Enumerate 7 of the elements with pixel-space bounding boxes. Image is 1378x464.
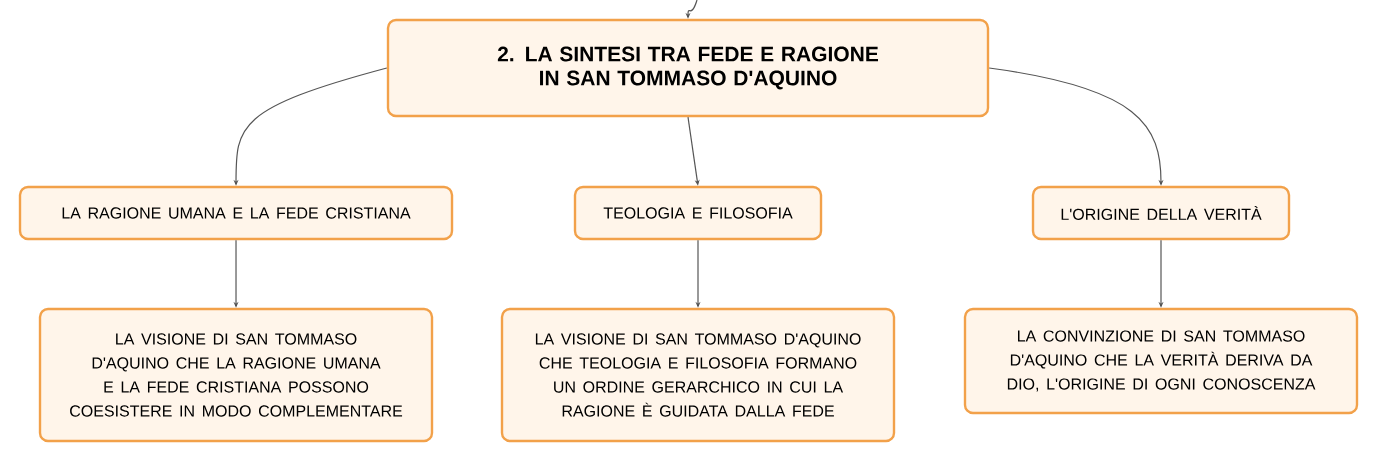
topic-box: L'ORIGINE DELLA VERITÀ: [1031, 185, 1291, 241]
description-box: LA VISIONE DI SAN TOMMASO D'AQUINO CHE TEOLOGIA E FILOSOFIA FORMANO UN ORDINE GERARCHICO IN CUI LA RAGIONE È GUIDATA DALLA FEDE: [500, 307, 896, 443]
description-box: LA CONVINZIONE DI SAN TOMMASO D'AQUINO CHE LA VERITÀ DERIVA DA DIO, L'ORIGINE DI OGNI CONOSCENZA: [963, 307, 1359, 415]
topic-box: LA RAGIONE UMANA E LA FEDE CRISTIANA: [18, 185, 454, 241]
topic-box: TEOLOGIA E FILOSOFIA: [573, 185, 823, 241]
title-box: 2. LA SINTESI TRA FEDE E RAGIONE IN SAN TOMMASO D'AQUINO: [386, 18, 990, 118]
description-box: LA VISIONE DI SAN TOMMASO D'AQUINO CHE LA RAGIONE UMANA E LA FEDE CRISTIANA POSSONO COESISTERE IN MODO COMPLEMENTARE: [38, 307, 434, 443]
